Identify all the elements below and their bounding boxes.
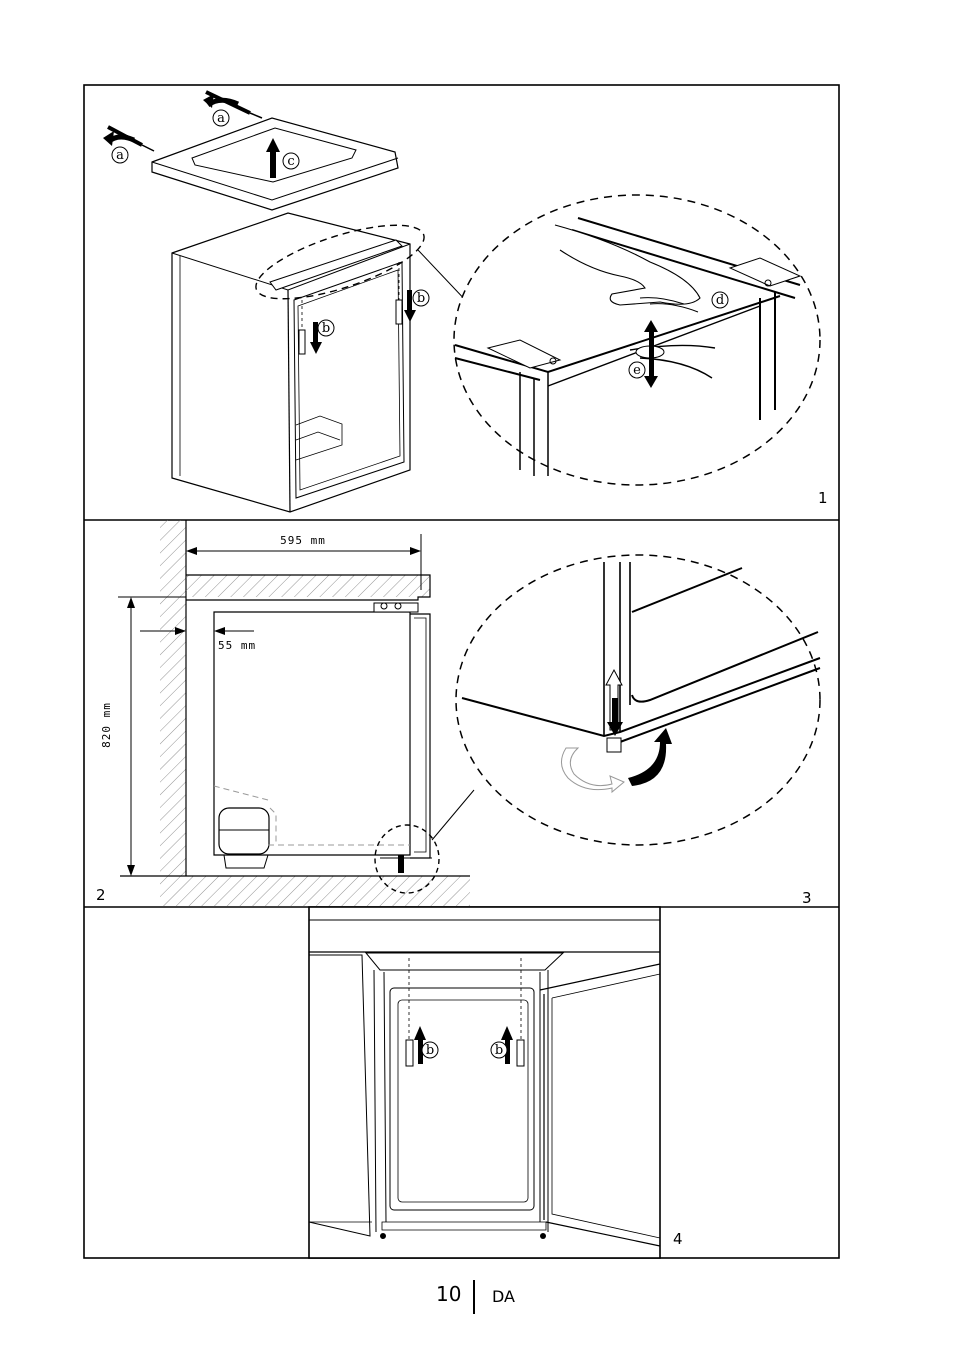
panel-1-top-removal: c a a b b [103,92,828,512]
page-footer: 10 DA [0,1278,954,1318]
panel-1-number: 1 [818,489,828,507]
panel-3-foot-adjustment: 3 [456,555,820,907]
callout-b-panel4-right: b [495,1043,503,1058]
footer-separator [473,1280,475,1314]
callout-c: c [287,154,294,169]
callout-b-panel4-left: b [426,1043,434,1058]
panel-2-number: 2 [96,886,106,904]
page-number: 10 [436,1282,461,1306]
panel-4-installed-view: b b 4 [309,907,683,1258]
dimension-height: 820 mm [100,702,113,748]
callout-b-left: b [322,321,330,336]
dimension-gap: 55 mm [218,639,256,652]
callout-b-right: b [417,291,425,306]
callout-e: e [633,363,641,378]
dimension-width: 595 mm [280,534,326,547]
panel-3-number: 3 [802,889,812,907]
callout-a-top: a [217,111,225,126]
callout-a-left: a [116,148,124,163]
callout-d: d [716,293,724,308]
panel-2-niche-dimensions: 595 mm 55 mm 820 mm 2 [96,520,474,906]
panel-4-number: 4 [673,1230,683,1248]
language-code: DA [492,1287,515,1306]
